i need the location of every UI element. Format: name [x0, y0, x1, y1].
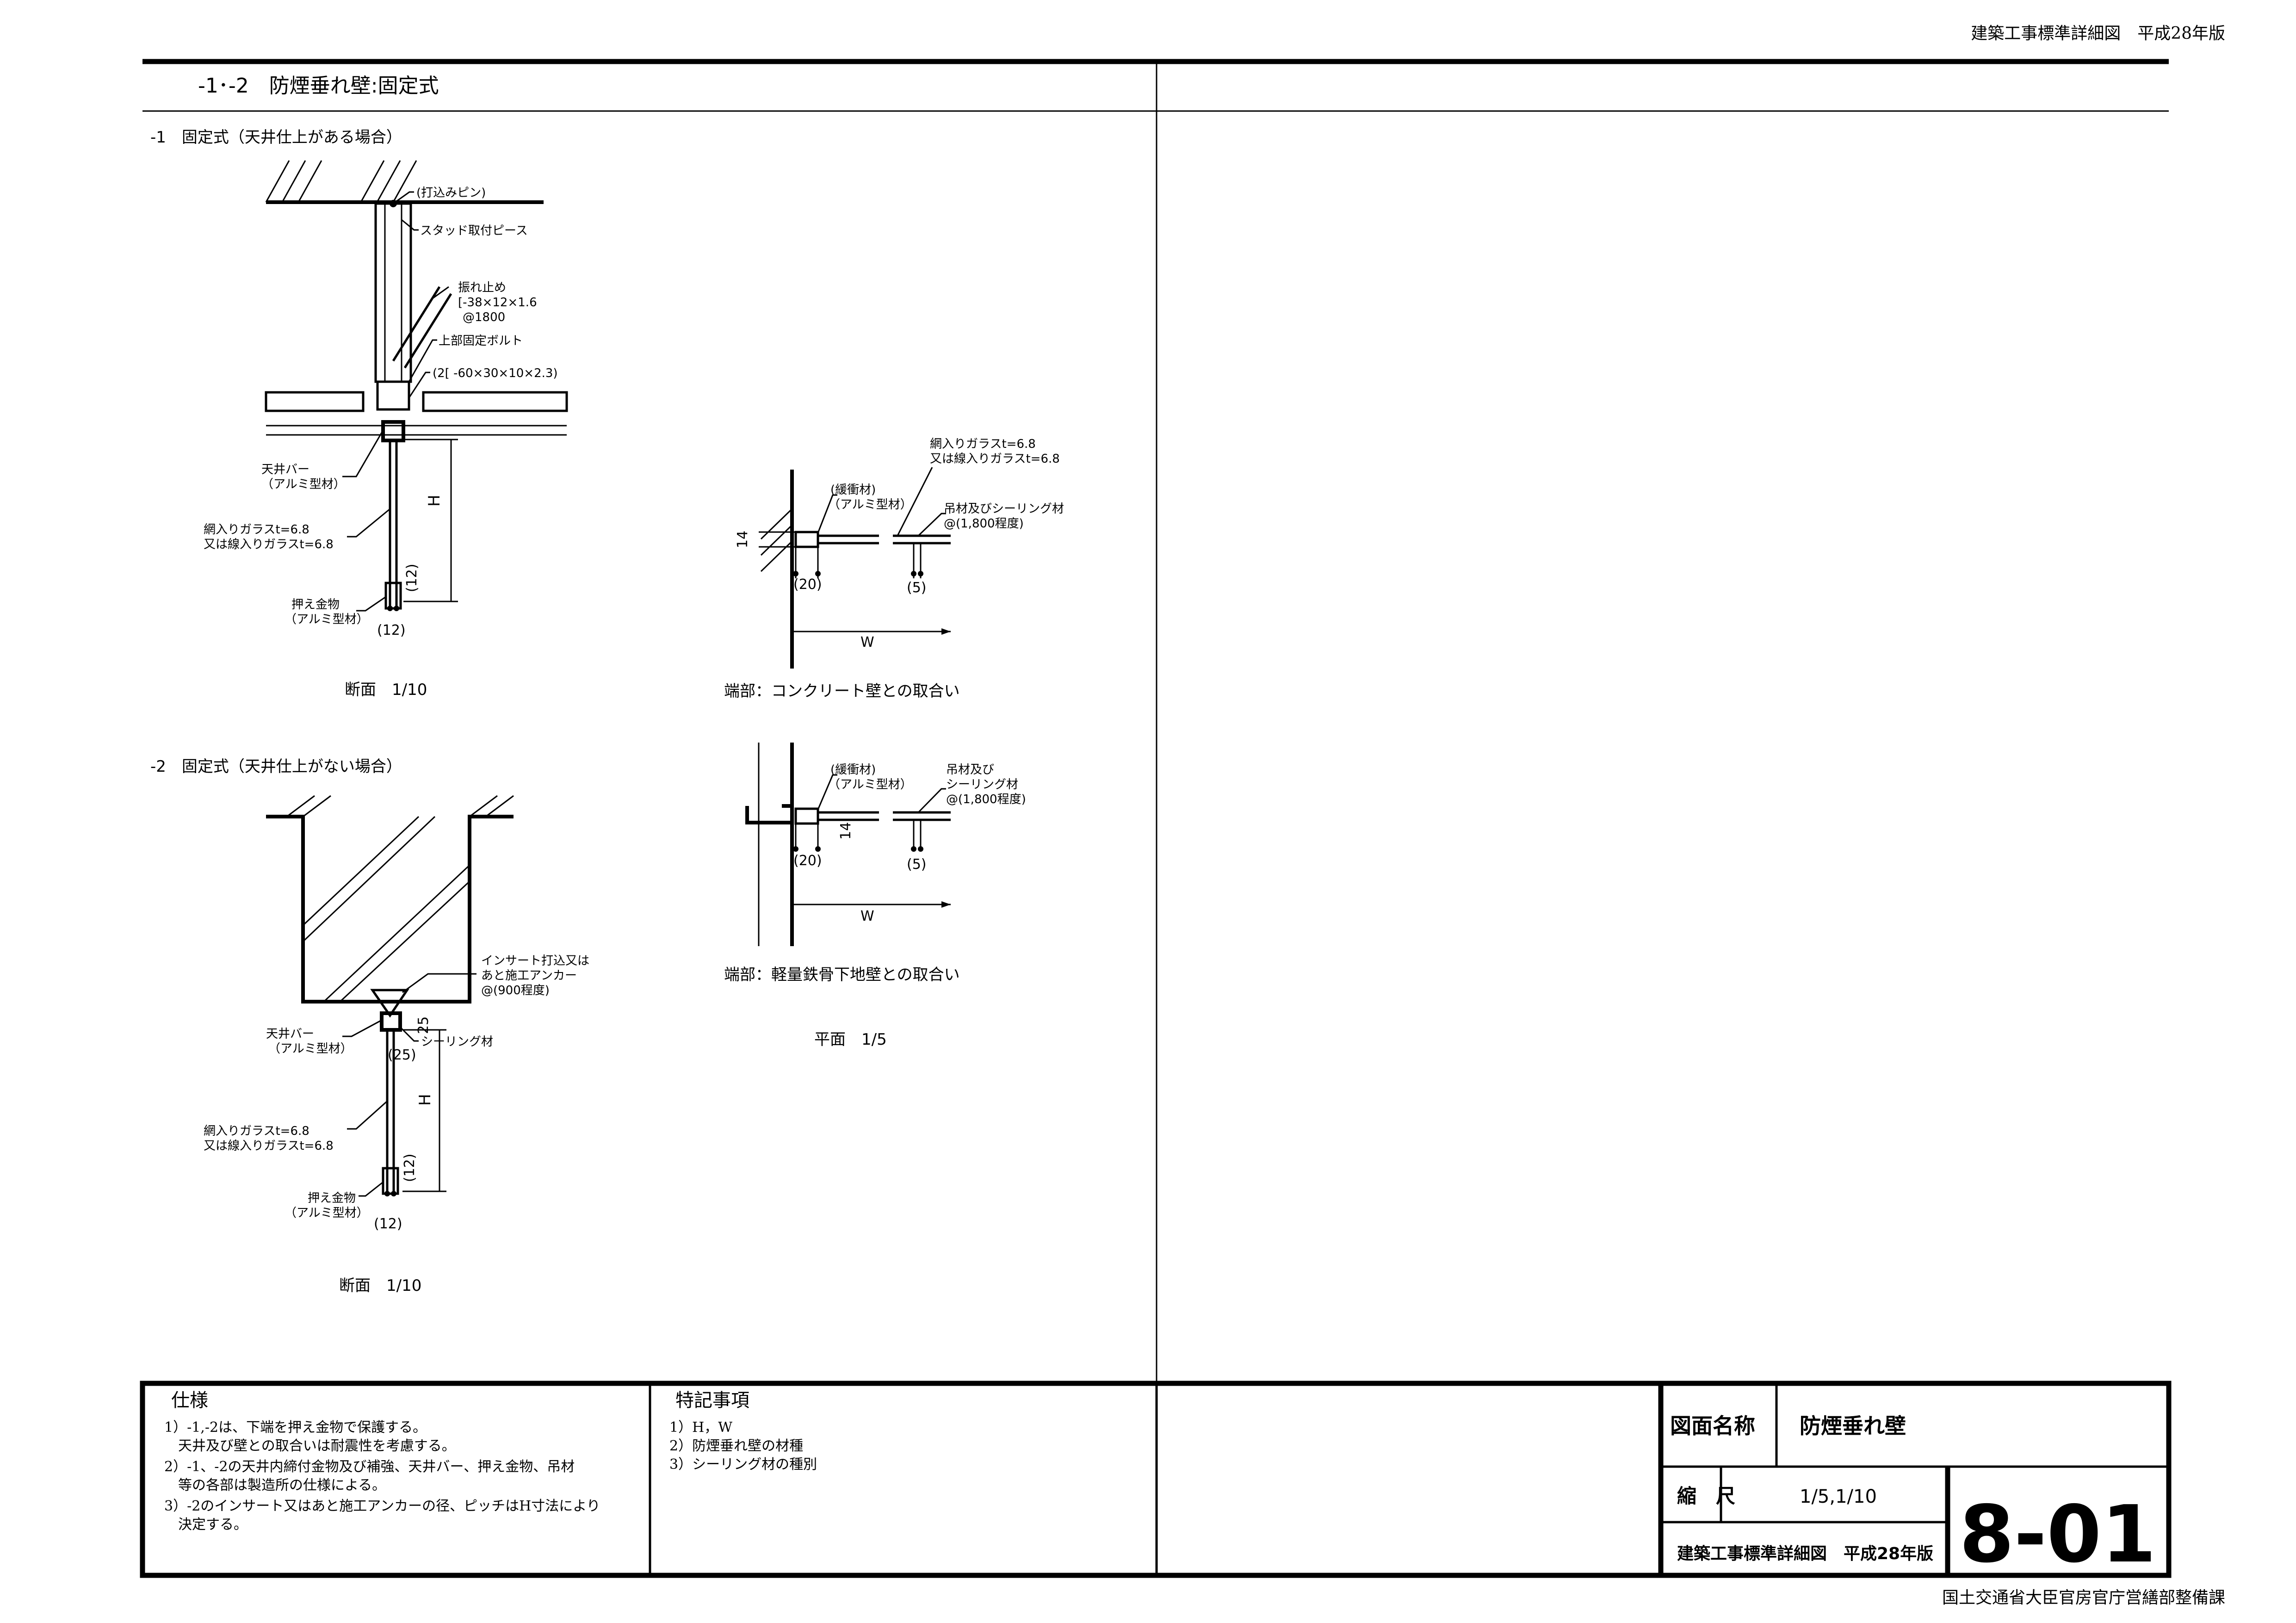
spec-line-2: 天井及び壁との取合いは耐震性を考慮する。 [164, 1438, 456, 1454]
fig4-pitch: @(1,800程度) [946, 793, 1026, 806]
fig3-wall-hatch [760, 508, 793, 572]
fig2-insert-anchor [370, 989, 409, 1018]
fig2-glass1: 網入りガラスt=6.8 [204, 1124, 309, 1138]
sheet-number: 8-01 [1959, 1489, 2156, 1580]
fig1-press2: （アルミ型材） [285, 613, 369, 626]
fig3-glass2: 又は線入りガラスt=6.8 [930, 452, 1060, 466]
section-title: -1･-2 防煙垂れ壁:固定式 [198, 74, 439, 98]
fig1-press1: 押え金物 [291, 598, 340, 612]
fig1-slab-hatch [265, 160, 417, 203]
fig4-hang1: 吊材及び [946, 763, 994, 777]
drawing-name-label: 図面名称 [1670, 1413, 1755, 1438]
fig3-d14: 14 [735, 531, 751, 548]
fig3-cushion2: （アルミ型材） [828, 498, 912, 512]
fig4-caption: 端部：軽量鉄骨下地壁との取合い [724, 966, 960, 984]
fig1-h: H [425, 495, 444, 507]
fig3-caption: 端部：コンクリート壁との取合い [724, 682, 960, 700]
fig1-bar1: 天井バー [261, 463, 309, 477]
fig4-stud [745, 804, 794, 824]
fig1-stud [374, 202, 412, 383]
fig2-title: -2 固定式（天井仕上がない場合） [150, 757, 402, 776]
fig1-ceiling-bar [381, 420, 405, 442]
fig2-slab-outline [266, 815, 514, 1004]
fig2-dim12: (12) [402, 1153, 418, 1182]
spec-line-5: 3）-2のインサート又はあと施工アンカーの径、ピッチはH寸法により [164, 1498, 600, 1514]
fig1-angle [376, 380, 410, 411]
fig1-brace2: [-38×12×1.6 [458, 296, 537, 310]
scale-label: 縮 尺 [1677, 1485, 1735, 1507]
fig1-bolt: 上部固定ボルト [439, 334, 523, 348]
fig4-w: W [860, 908, 874, 924]
notes-line-3: 3）シーリング材の種別 [669, 1456, 817, 1473]
fig3-hang: 吊材及びシーリング材 [944, 502, 1064, 516]
fig1-glass1: 網入りガラスt=6.8 [204, 523, 309, 537]
fig2-dim25a: 25 [415, 1016, 432, 1034]
fig2-caption: 断面 1/10 [339, 1276, 421, 1295]
figure-1-section: -1 固定式（天井仕上がある場合） [150, 128, 568, 699]
fig4-d5: (5) [907, 856, 927, 873]
fig3-w: W [860, 634, 874, 650]
spec-line-6: 決定する。 [164, 1517, 248, 1533]
fig1-glass2: 又は線入りガラスt=6.8 [204, 538, 334, 551]
fig1-brace3: @1800 [463, 310, 505, 324]
fig1-stud-label: スタッド取付ピース [420, 224, 528, 238]
fig4-cushion [794, 807, 819, 825]
fig1-dim12: (12) [404, 564, 420, 592]
notes-line-1: 1）H，W [669, 1419, 732, 1436]
fig3-pitch: @(1,800程度) [944, 517, 1024, 531]
fig1-brace [392, 286, 441, 362]
fig2-sealing: シーリング材 [421, 1035, 493, 1049]
fig4-scale-caption: 平面 1/5 [814, 1030, 887, 1049]
figure-2-section: -2 固定式（天井仕上がない場合） H (12) 25 [150, 757, 589, 1295]
fig2-bar2: （アルミ型材） [268, 1042, 353, 1056]
notes-title: 特記事項 [675, 1390, 749, 1411]
fig3-glass1: 網入りガラスt=6.8 [930, 437, 1036, 451]
fig1-press-fitting [384, 582, 402, 610]
figure-4-plan-steel: W (20) (5) 14 (緩衝材) （アルミ型材） 吊材及び シーリング材 … [724, 743, 1026, 1049]
header-top-right: 建築工事標準詳細図 平成28年版 [1971, 24, 2225, 43]
spec-title: 仕様 [171, 1390, 208, 1411]
fig1-ceiling [265, 391, 568, 436]
spec-line-1: 1）-1,-2は、下端を押え金物で保護する。 [164, 1419, 427, 1436]
fig1-bar2: （アルミ型材） [261, 477, 346, 491]
title-block: 仕様 1）-1,-2は、下端を押え金物で保護する。 天井及び壁との取合いは耐震性… [140, 1381, 2172, 1580]
fig2-insert3: @(900程度) [481, 984, 550, 997]
fig2-press2: （アルミ型材） [285, 1206, 369, 1220]
fig2-slab-hatch [286, 795, 514, 1003]
fig4-cushion2: （アルミ型材） [828, 778, 912, 792]
ministry-credit: 国土交通省大臣官房官庁営繕部整備課 [1942, 1588, 2225, 1607]
fig3-d5: (5) [907, 580, 927, 596]
fig3-cushion [794, 531, 819, 548]
fig1-angle-label: (2[ -60×30×10×2.3) [433, 366, 558, 380]
fig2-insert1: インサート打込又は [481, 954, 589, 968]
figure-3-plan-concrete: W 14 (20) (5) 網入りガラスt=6.8 又は線入りガラスt=6.8 … [724, 437, 1064, 700]
notes-line-2: 2）防煙垂れ壁の材種 [669, 1438, 803, 1454]
fig2-press-fitting [382, 1167, 399, 1195]
fig1-caption: 断面 1/10 [345, 681, 427, 699]
fig2-bar1: 天井バー [266, 1027, 314, 1041]
fig4-d20: (20) [793, 853, 822, 869]
fig4-d14: 14 [838, 822, 854, 840]
spec-line-3: 2）-1、-2の天井内締付金物及び補強、天井バー、押え金物、吊材 [164, 1459, 575, 1475]
fig1-bottom12: (12) [377, 622, 406, 638]
fig1-title: -1 固定式（天井仕上がある場合） [150, 128, 402, 147]
fig2-insert2: あと施工アンカー [481, 969, 577, 983]
fig1-pin: (打込みピン) [416, 186, 486, 200]
drawing-name: 防煙垂れ壁 [1800, 1413, 1906, 1438]
fig2-glass2: 又は線入りガラスt=6.8 [204, 1139, 334, 1153]
fig2-press1: 押え金物 [308, 1191, 356, 1205]
fig4-hang2: シーリング材 [946, 778, 1018, 792]
fig4-cushion1: (緩衝材) [830, 763, 876, 777]
fig2-ceiling-bar [380, 1011, 402, 1032]
fig2-bottom12: (12) [374, 1216, 402, 1232]
fig3-d20: (20) [793, 576, 822, 593]
standard-name: 建築工事標準詳細図 平成28年版 [1677, 1544, 1933, 1563]
spec-line-4: 等の各部は製造所の仕様による。 [164, 1477, 386, 1493]
fig2-h: H [416, 1094, 434, 1106]
scale-value: 1/5,1/10 [1800, 1486, 1877, 1507]
fig2-dim25b: (25) [388, 1047, 416, 1063]
fig3-cushion1: (緩衝材) [830, 483, 876, 497]
fig1-brace1: 振れ止め [458, 281, 506, 295]
